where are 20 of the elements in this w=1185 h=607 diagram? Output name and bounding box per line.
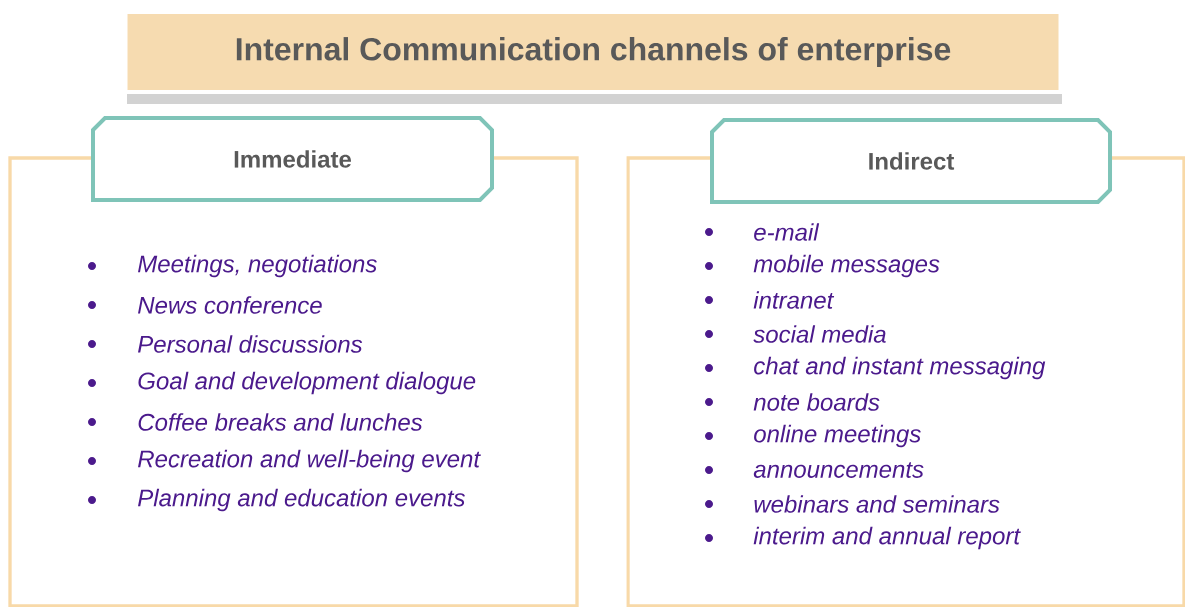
list-item: social media — [753, 325, 886, 343]
list-item: Personal discussions — [138, 335, 363, 353]
list-item: webinars and seminars — [754, 495, 1000, 513]
list-item: News conference — [138, 296, 322, 314]
list-item: e-mail — [754, 223, 820, 241]
list-item: Coffee breaks and lunches — [138, 413, 423, 431]
list-item: chat and instant messaging — [754, 356, 1046, 380]
list-item: Goal and development dialogue — [138, 371, 476, 395]
heading-tab: Indirect — [710, 118, 1112, 204]
list-item: Meetings, negotiations — [138, 254, 377, 278]
title-banner: Internal Communication channels of enterprise — [123, 10, 1063, 104]
list-item: Planning and education events — [138, 488, 465, 512]
list-item: interim and annual report — [753, 526, 1021, 550]
list-item: note boards — [753, 393, 880, 411]
list-item: mobile messages — [753, 254, 940, 278]
list-item: Recreation and well-being event — [138, 449, 481, 473]
heading-tab: Immediate — [91, 116, 494, 202]
list-item: intranet — [753, 291, 835, 309]
list-item: online meetings — [754, 424, 921, 448]
list-item: announcements — [753, 462, 924, 478]
